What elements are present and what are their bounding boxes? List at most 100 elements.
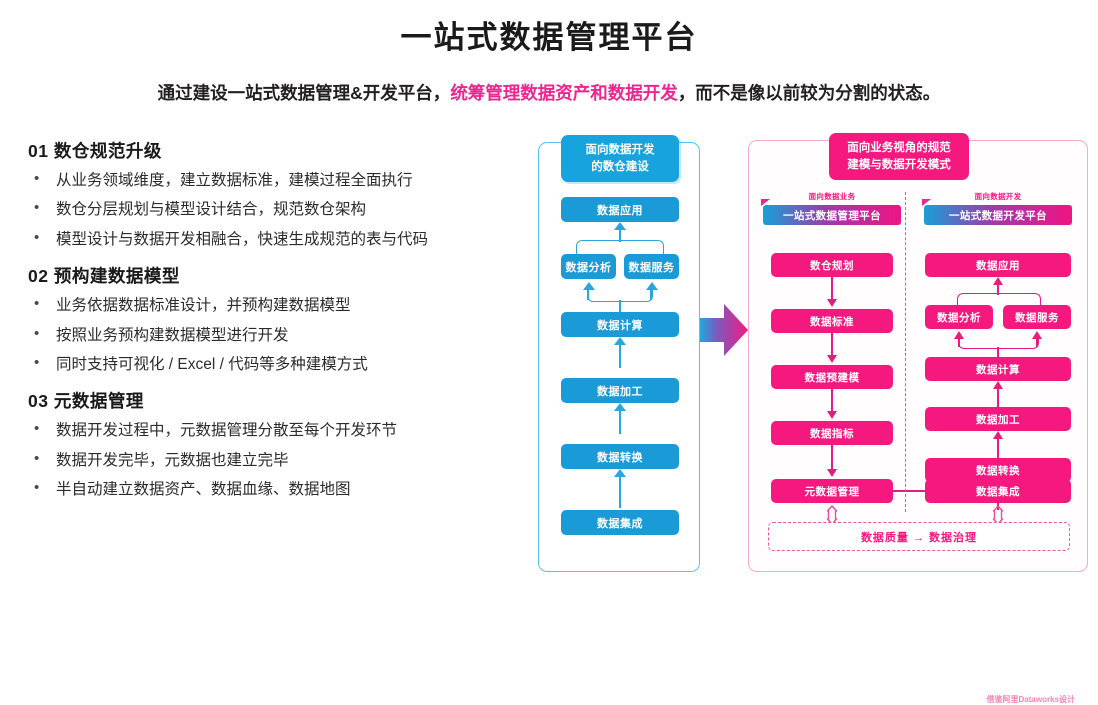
section-number-03: 03 [28,391,49,412]
diagram-panel-current-state: 面向数据开发 的数仓建设 数据应用 数据分析 数据服务 数据计算 数据加工 数据… [538,135,700,572]
section-heading-03: 03 元数据管理 [28,388,522,413]
section-heading-02: 02 预构建数据模型 [28,263,522,288]
node-data-premodel[interactable]: 数据预建模 [771,365,893,389]
bidirectional-arrow-icon [992,505,1004,527]
node-metadata-management[interactable]: 元数据管理 [771,479,893,503]
cyan-panel-header: 面向数据开发 的数仓建设 [561,135,679,182]
bullet-dot-icon: • [34,420,40,438]
bullet-dot-icon: • [34,479,40,496]
connector-arrow-up-icon [582,282,595,290]
node-data-analysis[interactable]: 数据分析 [561,254,616,279]
node-data-service[interactable]: 数据服务 [624,254,679,279]
node-data-application-right[interactable]: 数据应用 [925,253,1071,277]
connector-line [618,344,621,368]
content-text-column: 01 数仓规范升级 • 从业务领域维度，建立数据标准，建模过程全面执行 • 数仓分层… [22,138,522,513]
pink-panel-header: 面向业务视角的规范 建模与数据开发模式 [829,133,969,180]
slide-root: 一站式数据管理平台 通过建设一站式数据管理&开发平台，统筹管理数据资产和数据开发… [0,20,1098,704]
credit-note: 借鉴阿里Dataworks设计 [986,695,1075,704]
connector-line [997,284,999,295]
bullet-dot-icon: • [34,170,40,187]
connector-arrow-up-icon [1031,331,1042,339]
section-number-02: 02 [28,266,49,287]
bullet-dot-icon: • [34,353,40,371]
connector-line [893,490,935,492]
connector-line [831,277,833,301]
page-title: 一站式数据管理平台 [400,20,698,55]
connector-arrow-down-icon [826,299,837,307]
connector-line [618,476,621,508]
list-item: •同时支持可视化 / Excel / 代码等多种建模方式 [22,353,522,374]
connector-bracket [576,240,664,255]
bullet-dot-icon: • [34,295,40,313]
section-bullets-01: • 从业务领域维度，建立数据标准，建模过程全面执行 • 数仓分层规划与模型设计结合，… [22,170,522,249]
bullet-text: 数据开发完毕，元数据也建立完毕 [56,451,289,469]
node-data-processing[interactable]: 数据加工 [561,378,679,403]
cyan-header-line2: 的数仓建设 [591,160,649,173]
bullet-text: 数仓分层规划与模型设计结合，规范数仓架构 [56,201,367,219]
data-quality-governance-box[interactable]: 数据质量 → 数据治理 [768,522,1070,551]
node-data-processing-right[interactable]: 数据加工 [925,407,1071,431]
section-heading-01: 01 数仓规范升级 [28,138,522,163]
connector-arrow-up-icon [645,282,658,290]
subtitle-part1: 通过建设一站式数据管理&开发平台， [157,83,451,103]
transition-arrow-icon [700,302,748,358]
list-item: • 数仓分层规划与模型设计结合，规范数仓架构 [22,199,522,219]
connector-arrow-up-icon [614,403,626,411]
section-title-01: 数仓规范升级 [53,141,162,161]
pink-header-line1: 面向业务视角的规范 [847,141,951,154]
node-data-application[interactable]: 数据应用 [561,197,679,222]
platform-bar-development[interactable]: 一站式数据开发平台 [924,205,1072,225]
connector-line [1036,338,1038,347]
node-data-standard[interactable]: 数据标准 [771,309,893,333]
pink-header-line2: 建模与数据开发模式 [847,158,951,171]
list-item: •业务依据数据标准设计，并预构建数据模型 [22,295,522,315]
platform-bar-management[interactable]: 一站式数据管理平台 [763,205,901,225]
flag-corner-icon [922,199,931,206]
flag-corner-icon [761,199,770,206]
node-data-service-right[interactable]: 数据服务 [1003,305,1071,329]
connector-line [958,338,960,347]
bullet-text: 数据开发过程中，元数据管理分散至每个开发环节 [56,422,398,440]
node-data-metric[interactable]: 数据指标 [771,421,893,445]
bullet-text: 模型设计与数据开发相融合，快速生成规范的表与代码 [56,230,429,248]
connector-line [587,289,589,300]
list-item: • 数据开发过程中，元数据管理分散至每个开发环节 [22,420,522,440]
node-data-integration[interactable]: 数据集成 [561,510,679,535]
page-subtitle: 通过建设一站式数据管理&开发平台，统筹管理数据资产和数据开发，而不是像以前较为分… [0,80,1098,105]
connector-line [997,438,999,460]
node-warehouse-planning[interactable]: 数仓规划 [771,253,893,277]
list-item: •按照业务预构建数据模型进行开发 [22,325,522,345]
node-data-transform[interactable]: 数据转换 [561,444,679,469]
column-divider [905,192,906,512]
connector-line [618,229,621,242]
connector-line [831,445,833,471]
section-title-02: 预构建数据模型 [53,266,180,287]
connector-line [650,289,652,300]
section-bullets-02: •业务依据数据标准设计，并预构建数据模型 •按照业务预构建数据模型进行开发 •同… [22,295,522,374]
bullet-text: 按照业务预构建数据模型进行开发 [56,326,289,344]
connector-arrow-up-icon [992,381,1003,389]
node-data-analysis-right[interactable]: 数据分析 [925,305,993,329]
left-column-sublabel: 面向数据业务 [808,192,856,201]
connector-bracket [957,293,1041,306]
right-column-sublabel: 面向数据开发 [974,192,1022,201]
connector-line [831,333,833,357]
bullet-dot-icon: • [34,199,40,217]
bullet-text: 从业务领域维度，建立数据标准，建模过程全面执行 [56,172,413,189]
connector-line [618,300,621,312]
connector-arrow-up-icon [614,469,626,477]
bullet-dot-icon: • [34,228,40,246]
subtitle-highlight: 统筹管理数据资产和数据开发 [450,83,678,103]
connector-line [618,410,621,434]
node-data-transform-right[interactable]: 数据转换 [925,458,1071,482]
connector-arrow-up-icon [614,222,626,230]
section-number-01: 01 [28,141,49,161]
node-data-integration-right[interactable]: 数据集成 [925,479,1071,503]
list-item: •半自动建立数据资产、数据血缘、数据地图 [22,479,522,499]
node-data-compute[interactable]: 数据计算 [561,312,679,337]
connector-arrow-up-icon [953,331,964,339]
diagram-panel-target-state: 面向业务视角的规范 建模与数据开发模式 面向数据业务 面向数据开发 一站式数据管… [748,133,1088,704]
node-data-compute-right[interactable]: 数据计算 [925,357,1071,381]
section-title-03: 元数据管理 [53,391,144,412]
connector-line [831,389,833,413]
